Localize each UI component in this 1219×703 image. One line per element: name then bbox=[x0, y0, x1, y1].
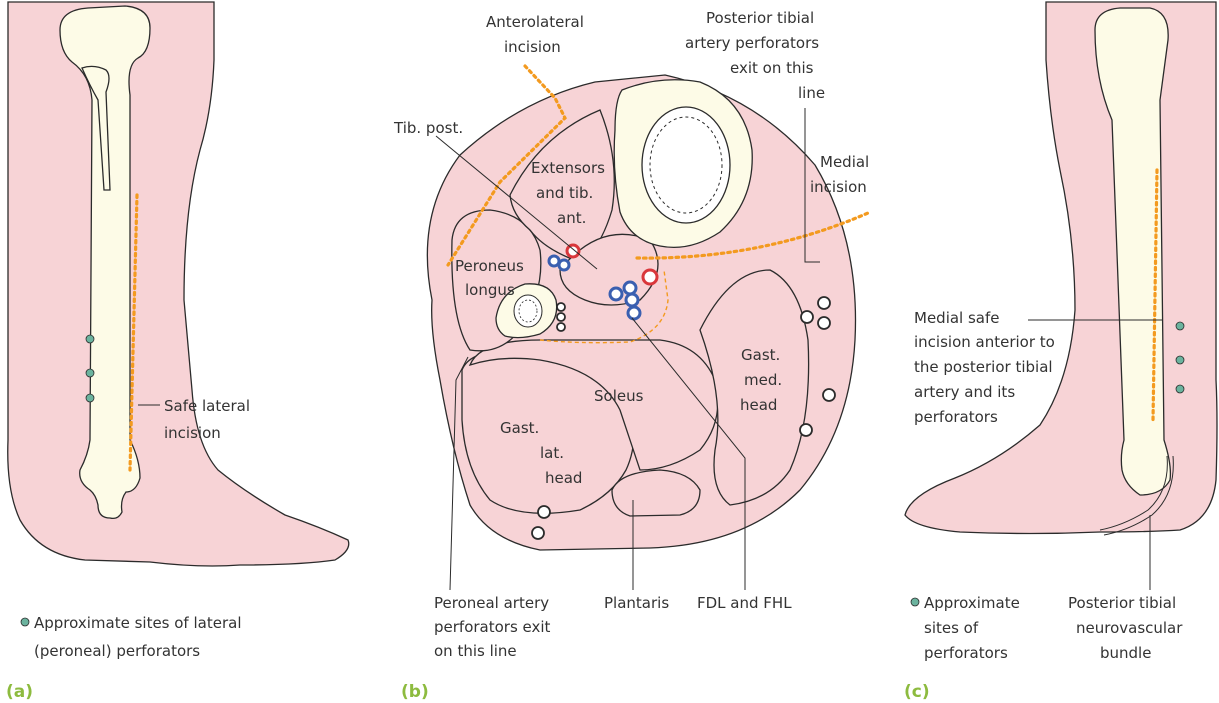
label-gast-med-2: med. bbox=[744, 371, 782, 389]
label-peroneal-2: perforators exit bbox=[434, 618, 551, 636]
label-medial-incision-1: Medial bbox=[820, 153, 869, 171]
posterior-vein-2 bbox=[624, 282, 636, 294]
peroneal-vessel-2 bbox=[557, 313, 565, 321]
label-plantaris: Plantaris bbox=[604, 594, 669, 612]
label-medial-safe-3: the posterior tibial bbox=[914, 358, 1053, 376]
label-safe-lateral-2: incision bbox=[164, 424, 221, 442]
legend-c-line-1: Approximate bbox=[924, 594, 1020, 612]
plantaris-muscle bbox=[612, 470, 700, 516]
label-gast-lat-1: Gast. bbox=[500, 419, 539, 437]
medial-perforator-c-2 bbox=[1176, 356, 1184, 364]
medial-perforator-5 bbox=[800, 424, 812, 436]
lateral-perforator-b-2 bbox=[532, 527, 544, 539]
peroneal-vessel-3 bbox=[557, 323, 565, 331]
label-peroneus-2: longus bbox=[465, 281, 515, 299]
label-peroneal-1: Peroneal artery bbox=[434, 594, 549, 612]
label-post-tib-perf-4: line bbox=[798, 84, 825, 102]
label-post-tib-perf-2: artery perforators bbox=[685, 34, 819, 52]
legend-perforator-dot-c bbox=[911, 598, 919, 606]
label-post-tib-perf-3: exit on this bbox=[730, 59, 814, 77]
label-gast-lat-2: lat. bbox=[540, 444, 564, 462]
medial-perforator-1 bbox=[801, 311, 813, 323]
medial-perforator-3 bbox=[818, 317, 830, 329]
medial-perforator-4 bbox=[823, 389, 835, 401]
lateral-perforator-2 bbox=[86, 369, 94, 377]
fibula-marrow bbox=[514, 295, 542, 327]
label-extensors-2: and tib. bbox=[536, 184, 593, 202]
tibia-marrow bbox=[642, 107, 730, 223]
panel-c: Medial safe incision anterior to the pos… bbox=[904, 2, 1217, 702]
label-gast-med-3: head bbox=[740, 396, 777, 414]
label-medial-safe-4: artery and its bbox=[914, 383, 1015, 401]
lateral-perforator-3 bbox=[86, 394, 94, 402]
anterior-tibial-artery bbox=[567, 245, 579, 257]
label-extensors-1: Extensors bbox=[531, 159, 605, 177]
label-medial-safe-5: perforators bbox=[914, 408, 998, 426]
panel-b: Anterolateral incision Posterior tibial … bbox=[393, 9, 869, 702]
anterior-tibial-vein-2 bbox=[559, 260, 569, 270]
label-bundle-1: Posterior tibial bbox=[1068, 594, 1176, 612]
label-extensors-3: ant. bbox=[557, 209, 586, 227]
label-soleus: Soleus bbox=[594, 387, 644, 405]
label-gast-med-1: Gast. bbox=[741, 346, 780, 364]
legend-perforator-dot-a bbox=[21, 618, 29, 626]
label-medial-incision-2: incision bbox=[810, 178, 867, 196]
label-bundle-3: bundle bbox=[1100, 644, 1151, 662]
panel-letter-a: (a) bbox=[6, 682, 33, 702]
legend-c-line-2: sites of bbox=[924, 619, 979, 637]
label-peroneal-3: on this line bbox=[434, 642, 517, 660]
medial-perforator-2 bbox=[818, 297, 830, 309]
posterior-vein-1 bbox=[610, 288, 622, 300]
label-post-tib-perf-1: Posterior tibial bbox=[706, 9, 814, 27]
anterior-tibial-vein-1 bbox=[549, 256, 559, 266]
medial-perforator-c-3 bbox=[1176, 385, 1184, 393]
posterior-vein-3 bbox=[626, 294, 638, 306]
lateral-perforator-b-1 bbox=[538, 506, 550, 518]
label-safe-lateral-1: Safe lateral bbox=[164, 397, 250, 415]
lateral-perforator-1 bbox=[86, 335, 94, 343]
label-peroneus-1: Peroneus bbox=[455, 257, 524, 275]
peroneal-vessel-1 bbox=[557, 303, 565, 311]
leg-c-skin bbox=[905, 2, 1217, 534]
legend-a-line-1: Approximate sites of lateral bbox=[34, 614, 241, 632]
label-anterolateral-2: incision bbox=[504, 38, 561, 56]
posterior-tibial-artery bbox=[643, 270, 657, 284]
leg-a-skin bbox=[8, 2, 349, 566]
label-medial-safe-1: Medial safe bbox=[914, 309, 1000, 327]
label-medial-safe-2: incision anterior to bbox=[914, 333, 1055, 351]
label-bundle-2: neurovascular bbox=[1076, 619, 1183, 637]
panel-letter-c: (c) bbox=[904, 682, 930, 702]
legend-a-line-2: (peroneal) perforators bbox=[34, 642, 200, 660]
label-fdl-fhl: FDL and FHL bbox=[697, 594, 792, 612]
panel-a: Safe lateral incision Approximate sites … bbox=[6, 2, 349, 702]
posterior-vein-4 bbox=[628, 307, 640, 319]
legend-c-line-3: perforators bbox=[924, 644, 1008, 662]
label-tib-post: Tib. post. bbox=[393, 119, 463, 137]
panel-letter-b: (b) bbox=[401, 682, 429, 702]
label-gast-lat-3: head bbox=[545, 469, 582, 487]
label-anterolateral-1: Anterolateral bbox=[486, 13, 584, 31]
medial-perforator-c-1 bbox=[1176, 322, 1184, 330]
